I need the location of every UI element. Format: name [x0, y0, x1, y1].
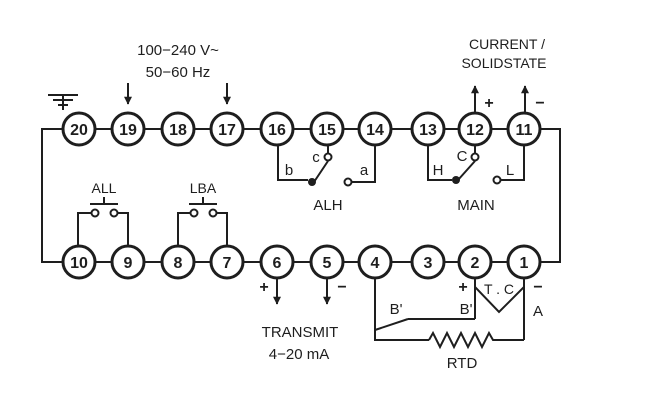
terminal-number: 10 — [70, 255, 88, 272]
terminal-15: 15 — [309, 111, 345, 147]
plus-sign: + — [259, 279, 268, 296]
terminal-10: 10 — [61, 244, 97, 280]
terminal-number: 3 — [424, 255, 433, 272]
ground-icon — [48, 94, 78, 110]
transmit-range-label: 4−20 mA — [269, 346, 329, 363]
terminal-circle — [259, 111, 295, 147]
terminal-circle — [410, 111, 446, 147]
terminal-17: 17 — [209, 111, 245, 147]
lba-label: LBA — [190, 180, 217, 196]
supply-label-2: 50−60 Hz — [146, 64, 211, 81]
terminal-circle — [506, 111, 542, 147]
lba-switch: LBA — [177, 180, 228, 246]
all-switch: ALL — [77, 180, 129, 246]
contact-L-label: L — [506, 162, 514, 179]
terminal-number: 8 — [174, 255, 183, 272]
minus-sign: − — [535, 95, 544, 112]
terminal-number: 6 — [273, 255, 282, 272]
terminal-number: 20 — [70, 122, 88, 139]
all-label: ALL — [92, 180, 117, 196]
main-label: MAIN — [457, 197, 495, 214]
terminal-circle — [357, 244, 393, 280]
terminal-1: 1 — [506, 244, 542, 280]
terminal-number: 12 — [466, 122, 484, 139]
minus-sign: − — [533, 279, 542, 296]
current-solidstate-output: CURRENT / SOLIDSTATE + − — [461, 36, 547, 112]
terminal-circle — [110, 244, 146, 280]
terminal-9: 9 — [110, 244, 146, 280]
minus-sign: − — [337, 279, 346, 296]
terminal-20: 20 — [61, 111, 97, 147]
terminal-19: 19 — [110, 111, 146, 147]
terminal-circle — [309, 244, 345, 280]
a-label: A — [533, 303, 543, 320]
contact-b-label: b — [285, 162, 293, 179]
terminal-number: 9 — [124, 255, 133, 272]
sensor-input: T . C + − B' B' A RTD — [374, 279, 543, 372]
b-prime-label: B' — [390, 301, 403, 318]
transmit-output: + − TRANSMIT 4−20 mA — [259, 279, 347, 363]
terminal-number: 17 — [218, 122, 236, 139]
terminal-circle — [457, 111, 493, 147]
terminal-number: 16 — [268, 122, 286, 139]
terminal-circle — [160, 111, 196, 147]
contact-c-label: c — [312, 149, 320, 166]
terminal-number: 18 — [169, 122, 187, 139]
terminal-4: 4 — [357, 244, 393, 280]
terminal-circle — [259, 244, 295, 280]
terminal-number: 13 — [419, 122, 437, 139]
bus-wires — [41, 128, 561, 263]
terminal-circle — [61, 244, 97, 280]
terminal-8: 8 — [160, 244, 196, 280]
terminal-number: 7 — [223, 255, 232, 272]
terminal-circle — [410, 244, 446, 280]
terminal-number: 19 — [119, 122, 137, 139]
terminal-6: 6 — [259, 244, 295, 280]
terminal-number: 2 — [471, 255, 480, 272]
terminal-number: 4 — [371, 255, 380, 272]
terminal-7: 7 — [209, 244, 245, 280]
supply-label-1: 100−240 V~ — [137, 42, 219, 59]
terminal-strip: 20 19 18 17 16 15 14 13 12 11 10 9 8 7 6 5 4 3 2 1 — [61, 111, 542, 280]
terminal-number: 11 — [516, 122, 533, 139]
terminal-circle — [209, 111, 245, 147]
terminal-number: 15 — [318, 122, 336, 139]
terminal-number: 14 — [366, 122, 384, 139]
terminal-circle — [160, 244, 196, 280]
rtd-label: RTD — [447, 355, 478, 372]
current-label-2: SOLIDSTATE — [461, 55, 546, 71]
b-prime-label-2: B' — [460, 301, 473, 318]
terminal-circle — [309, 111, 345, 147]
terminal-circle — [457, 244, 493, 280]
terminal-circle — [357, 111, 393, 147]
terminal-14: 14 — [357, 111, 393, 147]
terminal-number: 5 — [323, 255, 332, 272]
terminal-18: 18 — [160, 111, 196, 147]
terminal-11: 11 — [506, 111, 542, 147]
plus-sign: + — [484, 95, 493, 112]
terminal-number: 1 — [520, 255, 529, 272]
contact-a-label: a — [360, 162, 369, 179]
terminal-13: 13 — [410, 111, 446, 147]
transmit-label: TRANSMIT — [262, 324, 339, 341]
terminal-circle — [110, 111, 146, 147]
current-label-1: CURRENT / — [469, 36, 545, 52]
terminal-3: 3 — [410, 244, 446, 280]
power-supply: 100−240 V~ 50−60 Hz — [124, 42, 231, 105]
tc-label: T . C — [484, 281, 514, 297]
terminal-circle — [209, 244, 245, 280]
terminal-circle — [61, 111, 97, 147]
contact-C-label: C — [457, 148, 468, 165]
terminal-12: 12 — [457, 111, 493, 147]
plus-sign: + — [458, 279, 467, 296]
main-relay: H C L MAIN — [427, 146, 525, 214]
terminal-16: 16 — [259, 111, 295, 147]
contact-H-label: H — [433, 162, 444, 179]
terminal-5: 5 — [309, 244, 345, 280]
alh-label: ALH — [313, 197, 342, 214]
terminal-circle — [506, 244, 542, 280]
terminal-2: 2 — [457, 244, 493, 280]
alh-relay: b c a ALH — [277, 146, 376, 214]
